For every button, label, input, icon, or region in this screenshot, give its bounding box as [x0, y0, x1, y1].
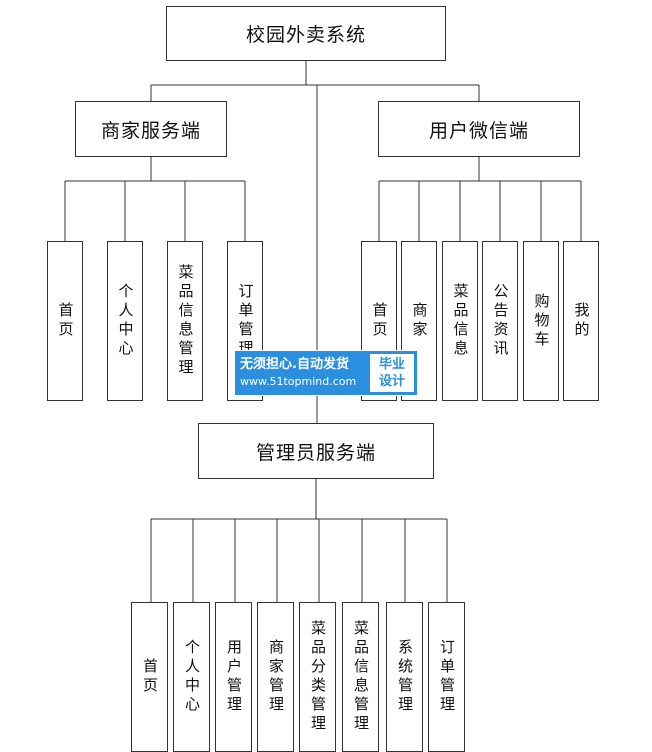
wechat-node: 用户微信端 [378, 101, 580, 157]
watermark-badge: 毕业 设计 [370, 354, 414, 392]
admin-leaf-dish-category: 菜品分类管理 [299, 602, 336, 752]
watermark-banner: 无须担心.自动发货 www.51topmind.com 毕业 设计 [234, 350, 418, 396]
wechat-label: 用户微信端 [428, 119, 529, 142]
wechat-leaf-dish-info: 菜品信息 [442, 241, 478, 401]
admin-node: 管理员服务端 [198, 423, 434, 479]
admin-leaf-dish-info: 菜品信息管理 [342, 602, 379, 752]
root-label: 校园外卖系统 [245, 24, 366, 46]
admin-leaf-system: 系统管理 [386, 602, 423, 752]
admin-leaf-profile: 个人中心 [173, 602, 210, 752]
admin-leaf-users: 用户管理 [215, 602, 252, 752]
root-node: 校园外卖系统 [166, 6, 446, 61]
merchant-leaf-home: 首页 [47, 241, 83, 401]
admin-leaf-home: 首页 [131, 602, 168, 752]
wechat-leaf-mine: 我的 [563, 241, 599, 401]
wechat-leaf-cart: 购物车 [523, 241, 559, 401]
admin-leaf-orders: 订单管理 [428, 602, 465, 752]
admin-leaf-merchants: 商家管理 [257, 602, 294, 752]
wechat-leaf-news: 公告资讯 [482, 241, 518, 401]
admin-label: 管理员服务端 [255, 441, 376, 464]
merchant-node: 商家服务端 [75, 101, 227, 157]
merchant-label: 商家服务端 [100, 119, 201, 142]
merchant-leaf-dish-info: 菜品信息管理 [167, 241, 203, 401]
watermark-line2: www.51topmind.com [240, 375, 357, 388]
merchant-leaf-profile: 个人中心 [107, 241, 143, 401]
watermark-line1: 无须担心.自动发货 [240, 357, 349, 372]
wechat-leaf-merchants: 商家 [401, 241, 437, 401]
